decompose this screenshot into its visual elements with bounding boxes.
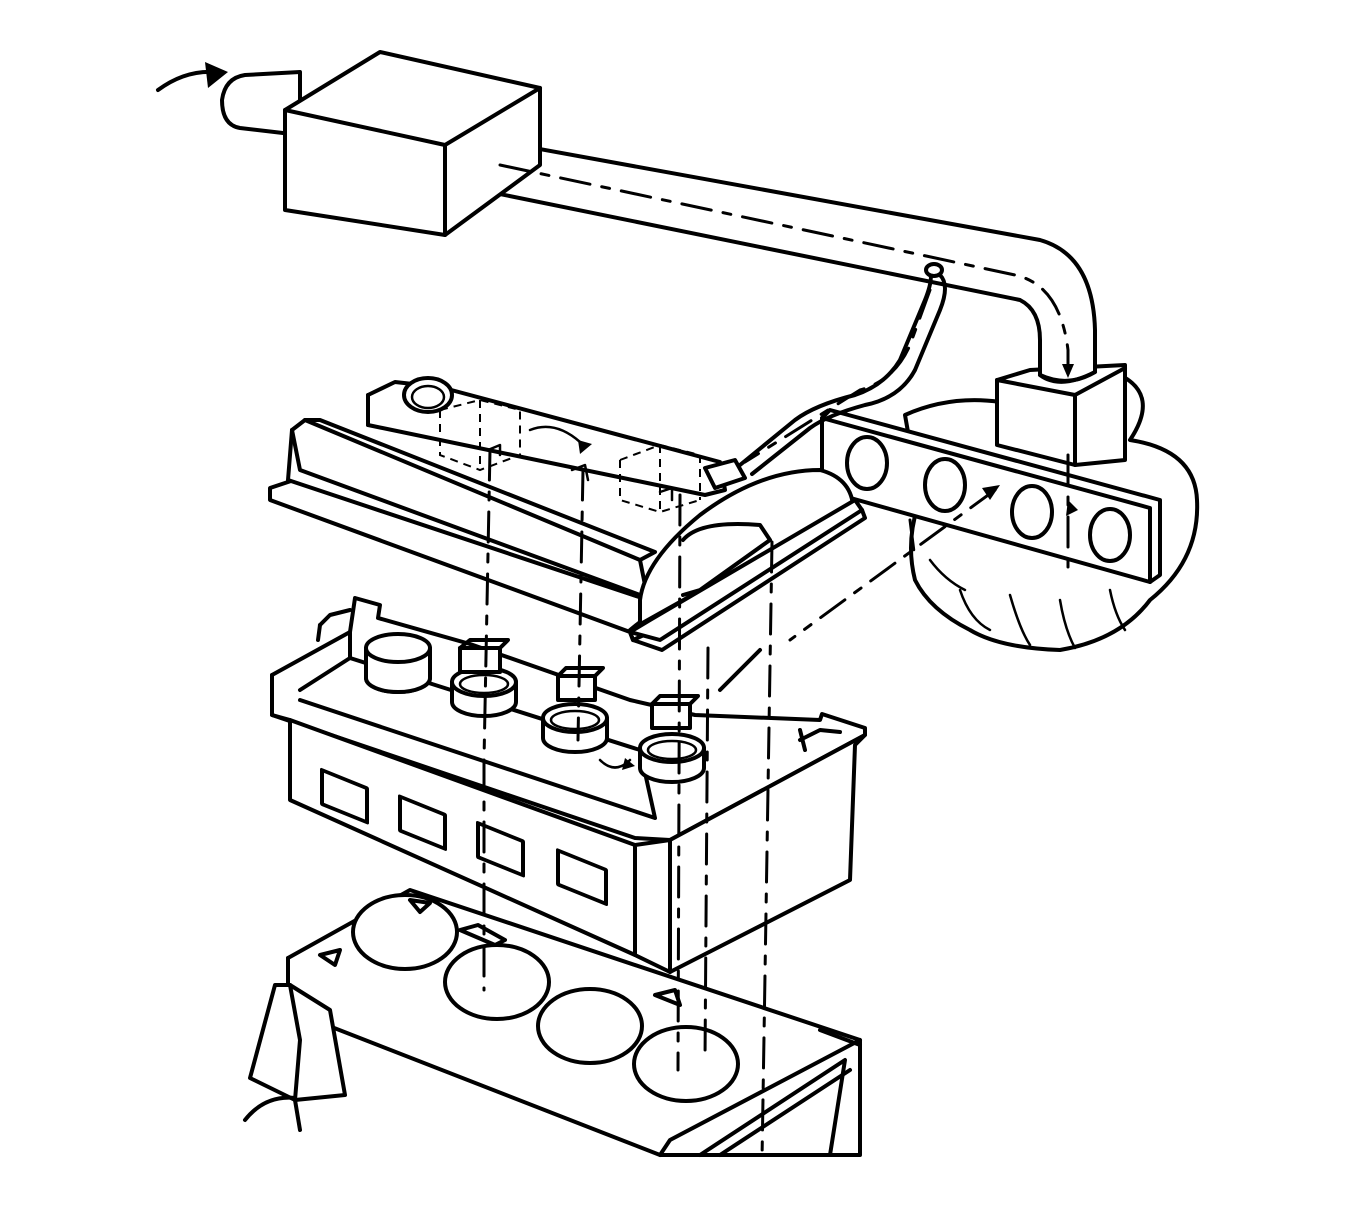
- cover-end-housing: [628, 468, 867, 652]
- camshaft-cover: [268, 376, 747, 642]
- air-inlet-duct: [220, 70, 302, 137]
- flow-drop-2: [576, 468, 585, 742]
- cylinder-bore-2: [443, 943, 551, 1021]
- airflow-paths: [482, 163, 1070, 1162]
- flow-main-intake: [498, 163, 1070, 372]
- intake-air-tube: [478, 138, 1097, 384]
- cam-bearing-1: [364, 632, 432, 694]
- cam-bearing-3: [541, 702, 609, 754]
- throttle-arrowhead: [1062, 364, 1074, 378]
- oil-filler-tube: [243, 983, 347, 1132]
- flow-manifold-return: [788, 488, 997, 642]
- cylinder-bore-3: [536, 987, 644, 1065]
- cover-arrowhead: [578, 440, 592, 454]
- intake-runner-3: [1010, 484, 1054, 540]
- head-port-2: [398, 794, 447, 851]
- flow-drop-4: [703, 646, 710, 1062]
- flow-arrows: [156, 62, 1078, 770]
- cylinder-block: [286, 888, 862, 1157]
- flow-drop-5: [760, 540, 774, 1162]
- cylinder-head: [270, 596, 867, 974]
- flow-manifold-inlet: [908, 518, 917, 562]
- flow-pcv-hose: [743, 288, 932, 464]
- head-port-1: [320, 767, 369, 825]
- throttle-body: [995, 363, 1127, 467]
- head-port-4: [556, 848, 608, 906]
- flow-drop-3: [676, 493, 682, 1072]
- cylinder-bore-4: [632, 1025, 740, 1103]
- manifold-arrowhead-2: [1066, 500, 1078, 516]
- cam-bearing-4: [638, 732, 706, 784]
- head-port-3: [476, 820, 525, 878]
- manifold-arrowhead: [982, 485, 1000, 500]
- intake-runner-4: [1088, 507, 1132, 563]
- head-arrowhead: [622, 758, 635, 770]
- intake-runner-1: [845, 435, 889, 491]
- inlet-arrowhead: [205, 62, 228, 88]
- intake-runner-2: [923, 457, 967, 513]
- air-cleaner-box: [283, 50, 542, 237]
- cylinder-bore-1: [351, 893, 459, 971]
- flow-drop-1: [482, 448, 492, 992]
- intake-manifold: [820, 373, 1200, 652]
